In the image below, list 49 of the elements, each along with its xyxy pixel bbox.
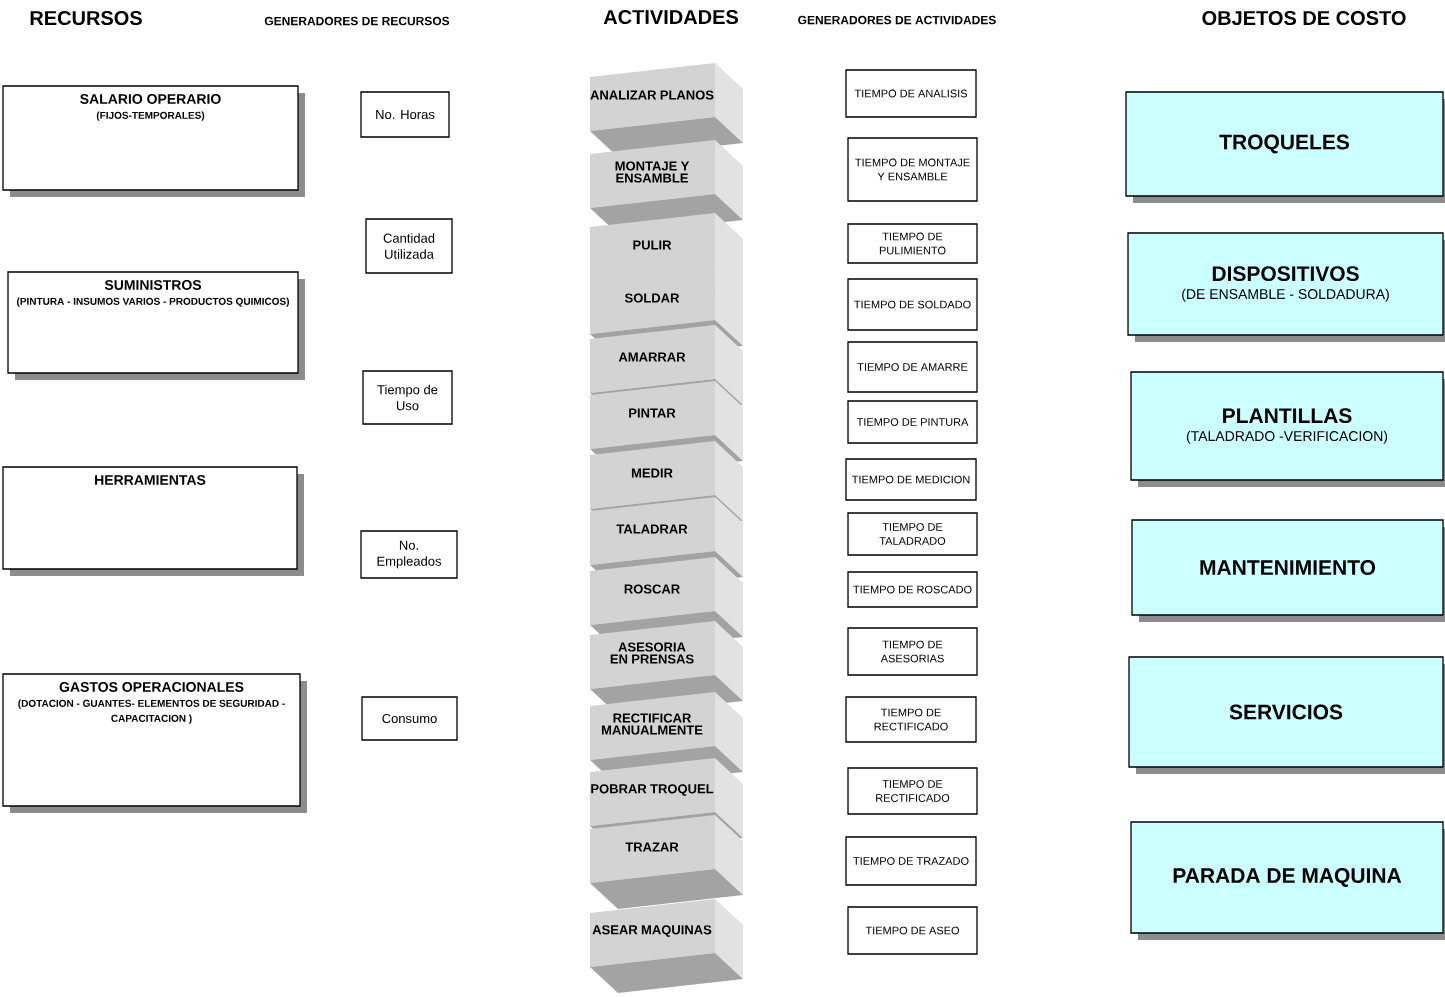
driver-box: TIEMPO DE PULIMIENTO bbox=[847, 223, 978, 264]
driver-box: TIEMPO DE RECTIFICADO bbox=[845, 696, 977, 743]
cost-object-box: PLANTILLAS (TALADRADO -VERIFICACION) bbox=[1130, 371, 1445, 487]
node-label: PULIR bbox=[633, 240, 672, 250]
driver-box: No. Horas bbox=[360, 91, 450, 138]
driver-box: Tiempo de Uso bbox=[362, 370, 453, 425]
driver-box: TIEMPO DE PINTURA bbox=[847, 400, 978, 444]
activity-block: TRAZAR bbox=[590, 815, 743, 909]
cost-object-box: DISPOSITIVOS (DE ENSAMBLE - SOLDADURA) bbox=[1127, 232, 1445, 342]
column-heading: GENERADORES DE ACTIVIDADES bbox=[798, 15, 996, 25]
column-heading: OBJETOS DE COSTO bbox=[1202, 10, 1406, 26]
driver-box: TIEMPO DE ANALISIS bbox=[845, 69, 977, 118]
cost-object-box: TROQUELES bbox=[1125, 91, 1445, 203]
node-label: TALADRAR bbox=[616, 524, 688, 534]
driver-box: TIEMPO DE MONTAJE Y ENSAMBLE bbox=[847, 137, 978, 202]
node-label: SOLDAR bbox=[624, 293, 680, 303]
node-label: ANALIZAR PLANOS bbox=[590, 90, 714, 100]
driver-box: TIEMPO DE SOLDADO bbox=[847, 278, 978, 331]
cost-object-box: SERVICIOS bbox=[1128, 656, 1445, 774]
driver-box: TIEMPO DE ROSCADO bbox=[847, 571, 978, 608]
driver-box: TIEMPO DE MEDICION bbox=[845, 458, 977, 501]
node-label: MEDIR bbox=[631, 468, 673, 478]
driver-box: No. Empleados bbox=[360, 530, 458, 579]
cost-object-box: PARADA DE MAQUINA bbox=[1130, 821, 1445, 940]
driver-box: TIEMPO DE AMARRE bbox=[847, 341, 978, 393]
activity-block: ASEAR MAQUINAS bbox=[590, 899, 743, 993]
column-heading: RECURSOS bbox=[30, 10, 142, 26]
driver-box: TIEMPO DE TRAZADO bbox=[845, 836, 977, 886]
resource-box: SUMINISTROS (PINTURA - INSUMOS VARIOS - PRODUCTOS QUIMICOS) bbox=[7, 271, 305, 380]
node-label: POBRAR TROQUEL bbox=[591, 784, 714, 796]
resource-box: GASTOS OPERACIONALES (DOTACION - GUANTES- ELEMENTOS DE SEGURIDAD - CAPACITACION ) bbox=[2, 673, 307, 813]
driver-box: TIEMPO DE RECTIFICADO bbox=[847, 767, 978, 815]
column-heading: GENERADORES DE RECURSOS bbox=[264, 16, 450, 26]
activity-block: ANALIZAR PLANOS bbox=[590, 63, 743, 157]
driver-box: Consumo bbox=[361, 696, 458, 741]
driver-box: TIEMPO DE ASEO bbox=[847, 906, 978, 955]
cost-object-box: MANTENIMIENTO bbox=[1131, 519, 1445, 622]
resource-box: SALARIO OPERARIO (FIJOS-TEMPORALES) bbox=[2, 85, 305, 197]
node-label: TRAZAR bbox=[625, 842, 679, 852]
node-label: RECTIFICAR MANUALMENTE bbox=[601, 713, 703, 735]
node-label: AMARRAR bbox=[618, 352, 686, 362]
driver-box: TIEMPO DE ASESORIAS bbox=[847, 627, 978, 676]
node-label: PINTAR bbox=[629, 408, 676, 418]
node-label: MONTAJE Y ENSAMBLE bbox=[615, 161, 690, 183]
resource-box: HERRAMIENTAS bbox=[2, 466, 304, 576]
driver-box: TIEMPO DE TALADRADO bbox=[847, 512, 978, 556]
column-heading: ACTIVIDADES bbox=[603, 9, 738, 25]
driver-box: Cantidad Utilizada bbox=[365, 218, 453, 274]
node-label: ROSCAR bbox=[624, 584, 680, 594]
